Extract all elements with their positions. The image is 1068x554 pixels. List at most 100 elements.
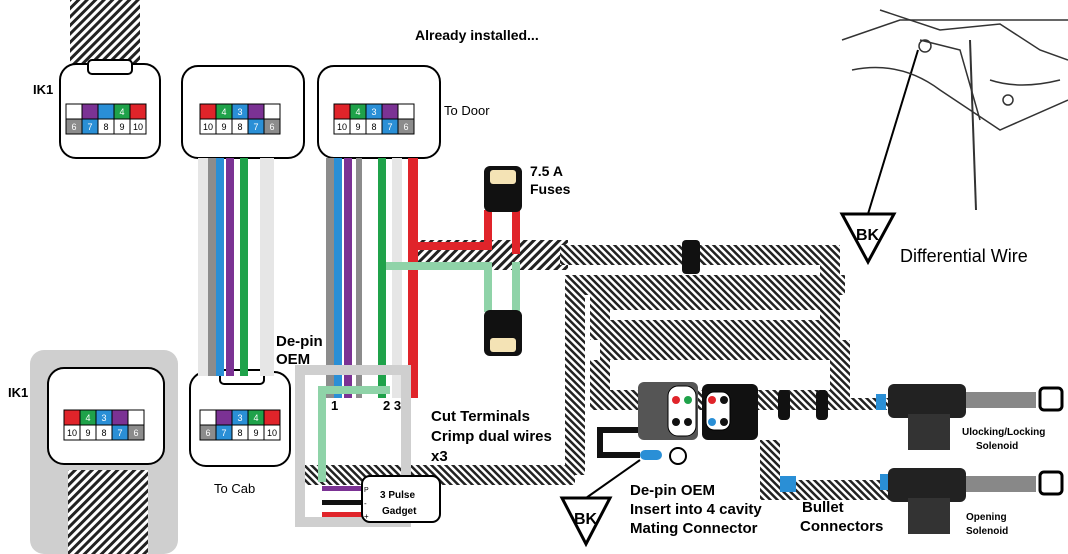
bullet-connectors-line1: Bullet: [802, 499, 844, 516]
gadget-box: [361, 475, 441, 523]
pin-number: 9: [85, 428, 90, 438]
ik1-bottom-label: IK1: [8, 385, 28, 400]
pin-number: 6: [403, 122, 408, 132]
gadget-pin-p: P: [364, 487, 369, 494]
pin-number: 9: [119, 122, 124, 132]
solenoid-leads: [758, 390, 890, 492]
cut-terminals-line1: Cut Terminals: [431, 408, 530, 425]
opening-solenoid: [888, 468, 1064, 534]
pin-number: 4: [253, 413, 258, 423]
pin-grid-to-door: 4 3 10 9 8 7 6: [333, 103, 415, 135]
middle-wire-bundle: [198, 158, 274, 376]
pin-number: 7: [117, 428, 122, 438]
unlocking-solenoid-line1: Ulocking/Locking: [962, 427, 1045, 438]
pin-number: 9: [355, 122, 360, 132]
top-harness-loom: [70, 0, 140, 68]
bottom-harness-loom: [68, 470, 148, 554]
ik1-top-label: IK1: [33, 82, 53, 97]
pin-cell: [263, 103, 281, 120]
bullet-connectors-line2: Connectors: [800, 518, 883, 535]
depin-oem-label-line3: Mating Connector: [630, 520, 758, 537]
opening-solenoid-line2: Solenoid: [966, 526, 1008, 537]
pin-cell: [199, 409, 217, 426]
gadget-label-line2: Gadget: [382, 506, 417, 517]
pin-cell: [65, 103, 83, 120]
oem-connector: [638, 382, 698, 440]
pin-number: 6: [71, 122, 76, 132]
fuse-top: [484, 166, 522, 212]
door-wire-bundle: [326, 158, 418, 398]
main-harness-loom: [300, 245, 900, 500]
pin-cell: [127, 424, 145, 441]
pin-grid-ik1-top: 4 6 7 8 9 10: [65, 103, 147, 135]
bk-right-label: BK: [856, 227, 880, 244]
pin-number: 7: [387, 122, 392, 132]
pin-number: 10: [67, 428, 77, 438]
pin-cell: [381, 103, 399, 120]
depin-oem-label-line2: Insert into 4 cavity: [630, 501, 762, 518]
pin-number: 6: [133, 428, 138, 438]
pin-1-label: 1: [331, 398, 338, 413]
pin-cell: [199, 103, 217, 120]
already-installed-label: Already installed...: [415, 27, 539, 43]
gadget-pin-plus: +: [364, 512, 369, 521]
pin-number: 4: [221, 107, 226, 117]
pin-cell: [397, 103, 415, 120]
unlocking-solenoid-line2: Solenoid: [976, 441, 1018, 452]
pin-number: 10: [267, 428, 277, 438]
ground-lead: [597, 427, 687, 465]
to-door-label: To Door: [444, 103, 490, 118]
pin-cell: [81, 103, 99, 120]
pin-number: 3: [101, 413, 106, 423]
pin-cell: [333, 103, 351, 120]
pin-cell: [215, 409, 233, 426]
vehicle-sketch: [841, 9, 1068, 211]
differential-wire-label: Differential Wire: [900, 246, 1028, 266]
pin-number: 10: [337, 122, 347, 132]
pin-number: 9: [253, 428, 258, 438]
gadget-label-line1: 3 Pulse: [380, 490, 415, 501]
pin-cell: [263, 409, 281, 426]
pin-cell: [263, 424, 281, 441]
pin-number: 10: [203, 122, 213, 132]
pin-number: 7: [87, 122, 92, 132]
depin-label-line2: OEM: [276, 351, 310, 368]
pin-number: 9: [221, 122, 226, 132]
pin-number: 10: [133, 122, 143, 132]
pin-number: 4: [119, 107, 124, 117]
pin-number: 4: [85, 413, 90, 423]
bk-ground-symbol-right: [839, 49, 919, 266]
pin-number: 8: [103, 122, 108, 132]
pin-number: 7: [253, 122, 258, 132]
pin-cell: [63, 409, 81, 426]
depin-box: [295, 365, 411, 527]
pin-cell: [97, 103, 115, 120]
pin-number: 6: [269, 122, 274, 132]
pin-number: 4: [355, 107, 360, 117]
opening-solenoid-line1: Opening: [966, 512, 1007, 523]
pin-number: 8: [371, 122, 376, 132]
pin-number: 3: [371, 107, 376, 117]
pin-cell: [263, 118, 281, 135]
to-cab-label: To Cab: [214, 481, 255, 496]
pin-cell: [247, 103, 265, 120]
cut-terminals-line2: Crimp dual wires: [431, 428, 552, 445]
pin-cell: [127, 409, 145, 426]
pin-number: 7: [221, 428, 226, 438]
pin-number: 3: [237, 413, 242, 423]
pin-cell: [111, 409, 129, 426]
gadget-pin-minus: -: [364, 499, 367, 508]
fuse-label-line2: Fuses: [530, 181, 571, 197]
pin-cell: [397, 118, 415, 135]
mating-connector: [702, 384, 758, 440]
fuse-branch-wires: [386, 210, 568, 312]
bk-ground-symbol-left: [559, 459, 641, 548]
cut-terminals-line3: x3: [431, 448, 448, 465]
fuse-label-line1: 7.5 A: [530, 163, 563, 179]
pin-number: 3: [237, 107, 242, 117]
pin-cell: [129, 103, 147, 120]
